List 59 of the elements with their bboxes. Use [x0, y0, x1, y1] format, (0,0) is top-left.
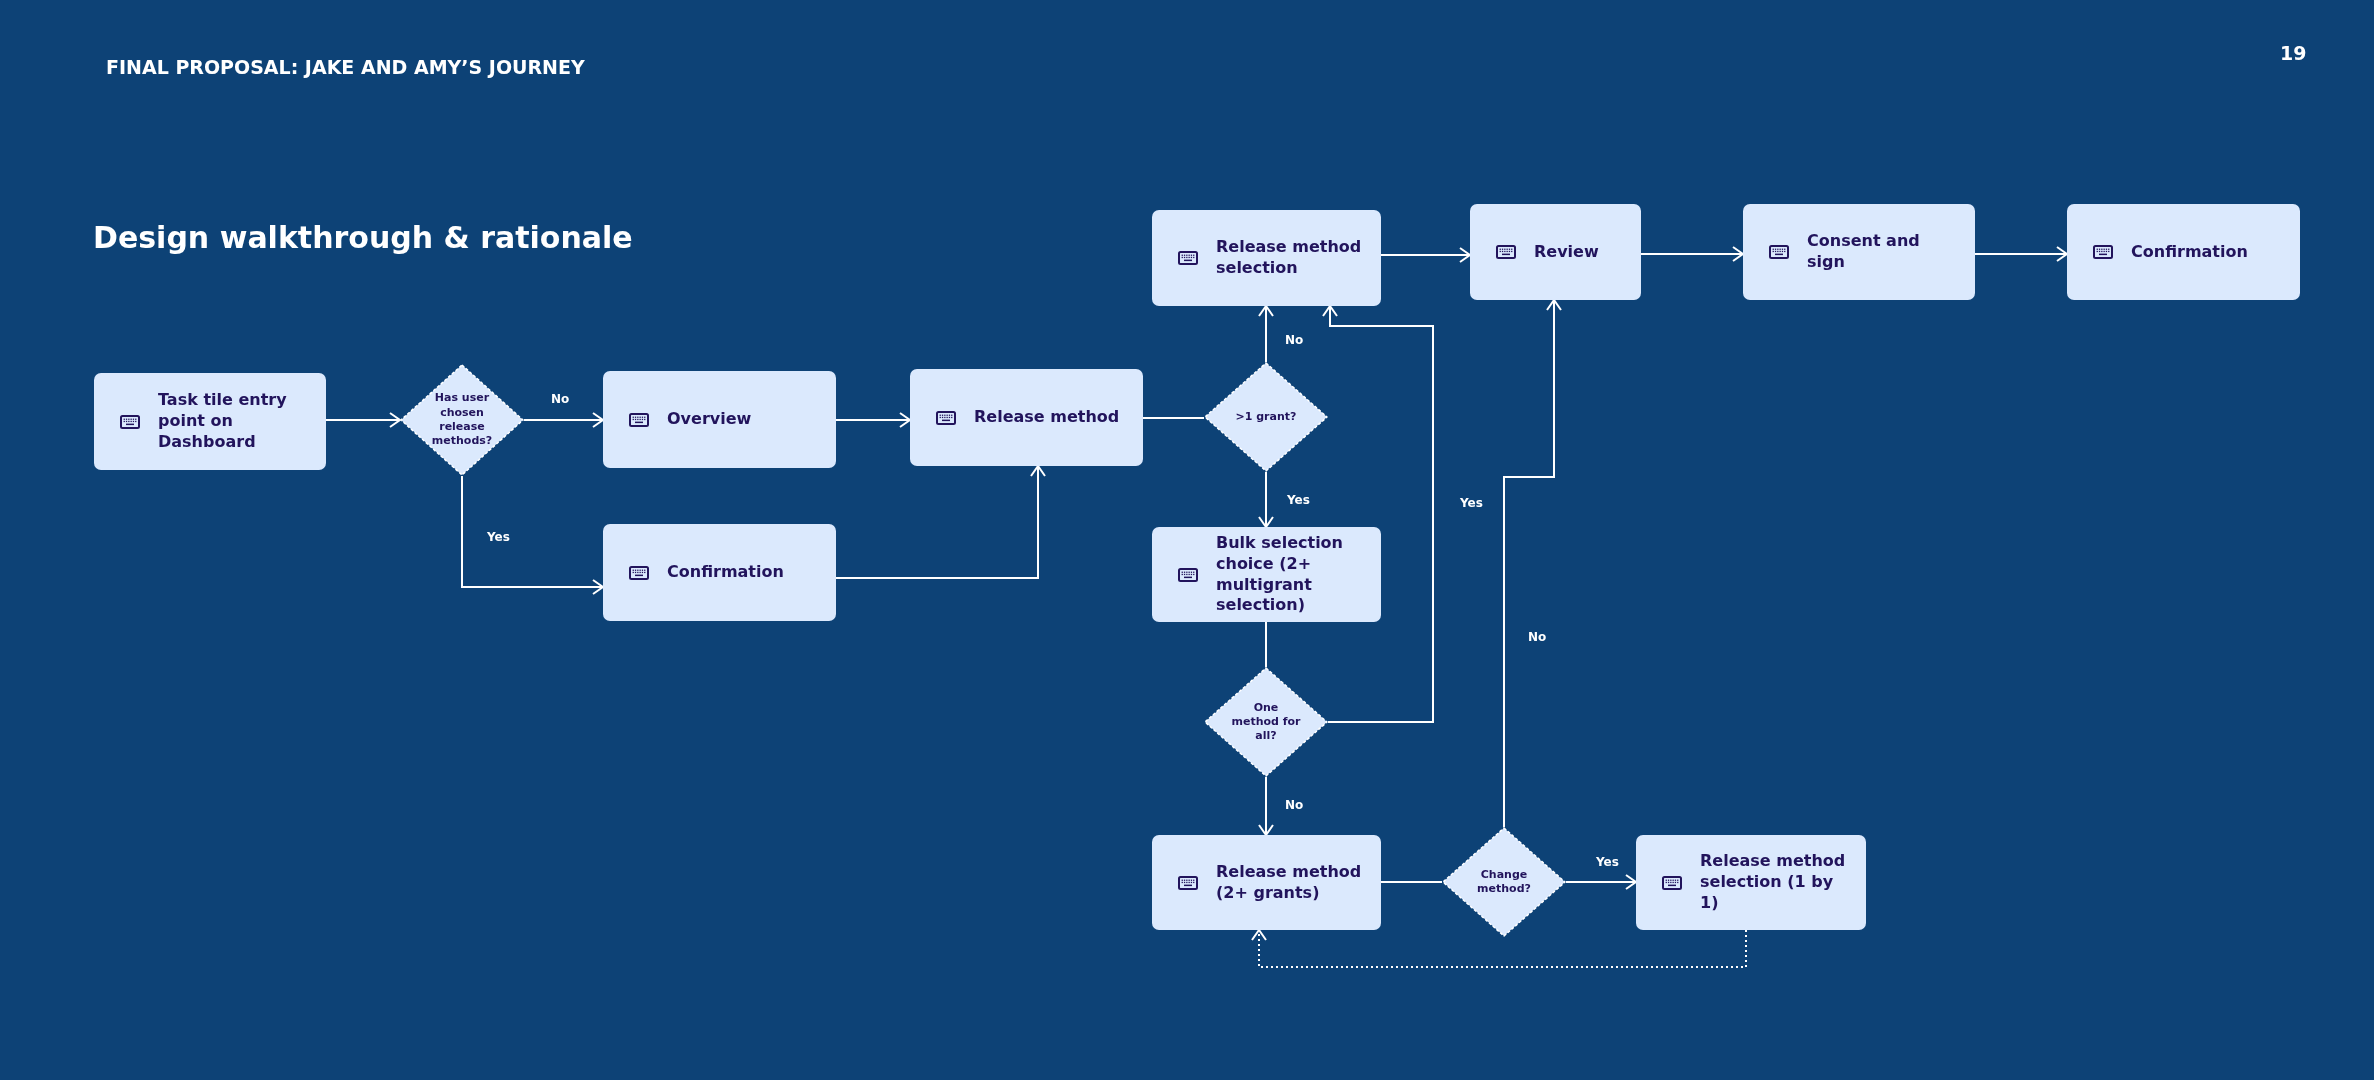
process-box [1152, 835, 1381, 930]
section-title: Design walkthrough & rationale [93, 220, 633, 255]
step-label: Release method [974, 407, 1120, 428]
process-box [94, 373, 326, 470]
process-box [603, 371, 836, 468]
decision-text: One method for all? [1231, 700, 1301, 744]
decision-diamond [1442, 827, 1566, 937]
arrow [1565, 874, 1637, 890]
edge-label: No [549, 392, 572, 406]
arrow [1258, 776, 1274, 836]
process-box [910, 369, 1143, 466]
decision-diamond [1204, 362, 1328, 472]
arrow [523, 412, 604, 428]
arrow [1640, 246, 1744, 262]
step-label: Review [1534, 241, 1599, 263]
arrow [461, 475, 604, 595]
arrow [1380, 247, 1471, 263]
arrow [835, 465, 1046, 579]
process-box [1743, 204, 1975, 300]
step-label: Release method (2+ grants) [1216, 861, 1363, 904]
edge-label: No [1283, 333, 1306, 347]
page-number: 19 [2280, 42, 2307, 64]
step-label: Confirmation [667, 562, 784, 583]
edge-label: No [1526, 630, 1549, 644]
step-label: Release method selection (1 by 1) [1700, 851, 1847, 914]
decision-diamond [400, 364, 524, 476]
decision-text: Has user chosen release methods? [430, 391, 494, 449]
process-box [1152, 210, 1381, 306]
edge-label: Yes [1594, 855, 1621, 869]
connector-line [1380, 881, 1443, 883]
step-label: Consent and sign [1807, 231, 1921, 273]
step-label: Task tile entry point on Dashboard [158, 390, 288, 453]
decision-text: >1 grant? [1235, 409, 1297, 425]
process-box [1152, 527, 1381, 622]
arrow [835, 412, 911, 428]
step-label: Release method selection [1216, 237, 1363, 279]
edge-label: Yes [1458, 496, 1485, 510]
arrow [1974, 246, 2068, 262]
arrow [1251, 929, 1747, 968]
process-box [1470, 204, 1641, 300]
arrow [1503, 299, 1562, 828]
edge-label: Yes [1285, 493, 1312, 507]
arrow [325, 412, 401, 428]
connector-line [1265, 621, 1267, 668]
step-label: Confirmation [2131, 241, 2248, 263]
header-text: FINAL PROPOSAL: JAKE AND AMY’S JOURNEY [106, 56, 585, 78]
decision-text: Change method? [1476, 867, 1532, 897]
arrow [1258, 471, 1274, 528]
arrow [1322, 305, 1434, 723]
connector-line [1142, 417, 1205, 419]
step-label: Bulk selection choice (2+ multigrant selection) [1216, 532, 1344, 617]
edge-label: Yes [485, 530, 512, 544]
process-box [1636, 835, 1866, 930]
process-box [2067, 204, 2300, 300]
decision-diamond [1204, 667, 1328, 777]
edge-label: No [1283, 798, 1306, 812]
step-label: Overview [667, 409, 752, 430]
arrow [1258, 305, 1274, 363]
process-box [603, 524, 836, 621]
